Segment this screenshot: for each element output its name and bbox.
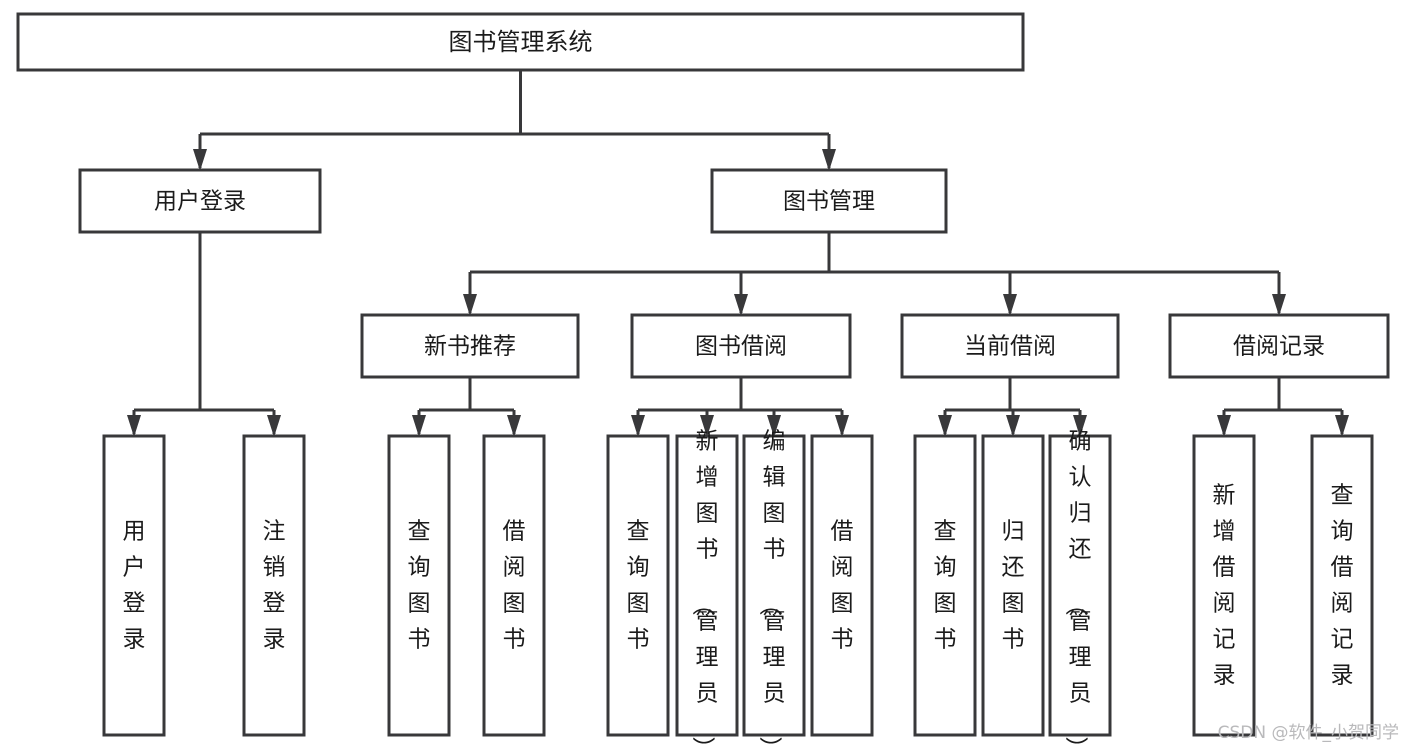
leaf-query-book-2-label: 查询图书 bbox=[627, 519, 650, 653]
arrow-head-current-borrow-icon bbox=[1003, 294, 1017, 316]
arrow-head-leaf-borrow-book-1-icon bbox=[507, 415, 521, 437]
node-root[interactable]: 图书管理系统 bbox=[16, 12, 1025, 72]
leaf-borrow-book-1-label: 借阅图书 bbox=[503, 519, 526, 653]
leaf-edit-book-label: 编辑图书（管理员） bbox=[757, 429, 786, 747]
node-root-rect[interactable] bbox=[16, 12, 1025, 72]
leaf-logout-label: 注销登录 bbox=[263, 519, 286, 653]
node-borrow-record[interactable]: 借阅记录 bbox=[1168, 313, 1390, 379]
node-borrow-record-rect[interactable] bbox=[1168, 313, 1390, 379]
leaf-query-book-2[interactable]: 查询图书 bbox=[606, 434, 670, 737]
leaf-confirm-return-label: 确认归还（管理员） bbox=[1063, 429, 1092, 747]
arrow-head-leaf-add-record-icon bbox=[1217, 415, 1231, 437]
leaf-borrow-book-1[interactable]: 借阅图书 bbox=[482, 434, 546, 737]
leaf-user-login-rect[interactable] bbox=[102, 434, 166, 737]
arrow-head-leaf-query-book-2-icon bbox=[631, 415, 645, 437]
leaf-add-book-label: 新增图书（管理员） bbox=[690, 429, 719, 747]
leaf-return-book-rect[interactable] bbox=[981, 434, 1045, 737]
leaf-query-book-1[interactable]: 查询图书 bbox=[387, 434, 451, 737]
node-user-login-label: 用户登录 bbox=[154, 189, 246, 215]
leaf-return-book-label: 归还图书 bbox=[1002, 519, 1025, 653]
leaf-return-book[interactable]: 归还图书 bbox=[981, 434, 1045, 737]
leaf-user-login-label: 用户登录 bbox=[123, 519, 146, 653]
leaf-add-record[interactable]: 新增借阅记录 bbox=[1192, 434, 1256, 737]
node-book-borrow-label: 图书借阅 bbox=[695, 334, 787, 360]
leaf-logout[interactable]: 注销登录 bbox=[242, 434, 306, 737]
leaf-query-record[interactable]: 查询借阅记录 bbox=[1310, 434, 1374, 737]
leaf-borrow-book-2-rect[interactable] bbox=[810, 434, 874, 737]
leaf-borrow-book-1-rect[interactable] bbox=[482, 434, 546, 737]
leaf-query-book-1-rect[interactable] bbox=[387, 434, 451, 737]
arrow-head-book-manage-icon bbox=[822, 149, 836, 171]
node-user-login[interactable]: 用户登录 bbox=[78, 168, 322, 234]
leaf-query-book-3[interactable]: 查询图书 bbox=[913, 434, 977, 737]
arrow-head-book-borrow-icon bbox=[734, 294, 748, 316]
node-current-borrow-label: 当前借阅 bbox=[964, 334, 1056, 360]
leaf-add-record-label: 新增借阅记录 bbox=[1213, 483, 1236, 689]
leaf-query-book-2-rect[interactable] bbox=[606, 434, 670, 737]
node-new-book-recommend[interactable]: 新书推荐 bbox=[360, 313, 580, 379]
node-new-book-recommend-label: 新书推荐 bbox=[424, 334, 516, 360]
arrow-head-leaf-user-login-icon bbox=[127, 415, 141, 437]
arrow-head-leaf-confirm-return-icon bbox=[1073, 415, 1087, 437]
arrow-head-user-login-icon bbox=[193, 149, 207, 171]
arrow-head-new-book-recommend-icon bbox=[463, 294, 477, 316]
leaf-query-book-3-rect[interactable] bbox=[913, 434, 977, 737]
arrow-head-leaf-return-book-icon bbox=[1006, 415, 1020, 437]
arrow-head-leaf-query-record-icon bbox=[1335, 415, 1349, 437]
node-book-manage[interactable]: 图书管理 bbox=[710, 168, 948, 234]
node-current-borrow[interactable]: 当前借阅 bbox=[900, 313, 1120, 379]
arrow-head-borrow-record-icon bbox=[1272, 294, 1286, 316]
node-book-borrow-rect[interactable] bbox=[630, 313, 852, 379]
arrow-head-leaf-query-book-3-icon bbox=[938, 415, 952, 437]
node-book-manage-rect[interactable] bbox=[710, 168, 948, 234]
leaf-edit-book-rect[interactable] bbox=[742, 434, 806, 737]
leaf-add-book-rect[interactable] bbox=[675, 434, 739, 737]
arrow-head-leaf-borrow-book-2-icon bbox=[835, 415, 849, 437]
node-book-manage-label: 图书管理 bbox=[783, 189, 875, 215]
leaf-query-book-3-label: 查询图书 bbox=[934, 519, 957, 653]
leaf-user-login[interactable]: 用户登录 bbox=[102, 434, 166, 737]
arrow-head-leaf-edit-book-icon bbox=[767, 415, 781, 437]
leaf-query-book-1-label: 查询图书 bbox=[408, 519, 431, 653]
node-book-borrow[interactable]: 图书借阅 bbox=[630, 313, 852, 379]
leaf-query-record-label: 查询借阅记录 bbox=[1331, 483, 1354, 689]
leaf-confirm-return[interactable]: 确认归还（管理员） bbox=[1048, 429, 1112, 747]
arrow-head-leaf-query-book-1-icon bbox=[412, 415, 426, 437]
leaf-edit-book[interactable]: 编辑图书（管理员） bbox=[742, 429, 806, 747]
leaf-query-record-rect[interactable] bbox=[1310, 434, 1374, 737]
leaf-confirm-return-rect[interactable] bbox=[1048, 434, 1112, 737]
leaf-add-book[interactable]: 新增图书（管理员） bbox=[675, 429, 739, 747]
leaf-borrow-book-2[interactable]: 借阅图书 bbox=[810, 434, 874, 737]
leaf-logout-rect[interactable] bbox=[242, 434, 306, 737]
leaf-add-record-rect[interactable] bbox=[1192, 434, 1256, 737]
arrow-head-leaf-add-book-icon bbox=[700, 415, 714, 437]
node-borrow-record-label: 借阅记录 bbox=[1233, 334, 1325, 360]
leaf-borrow-book-2-label: 借阅图书 bbox=[831, 519, 854, 653]
node-root-label: 图书管理系统 bbox=[449, 28, 593, 56]
arrow-head-leaf-logout-icon bbox=[267, 415, 281, 437]
